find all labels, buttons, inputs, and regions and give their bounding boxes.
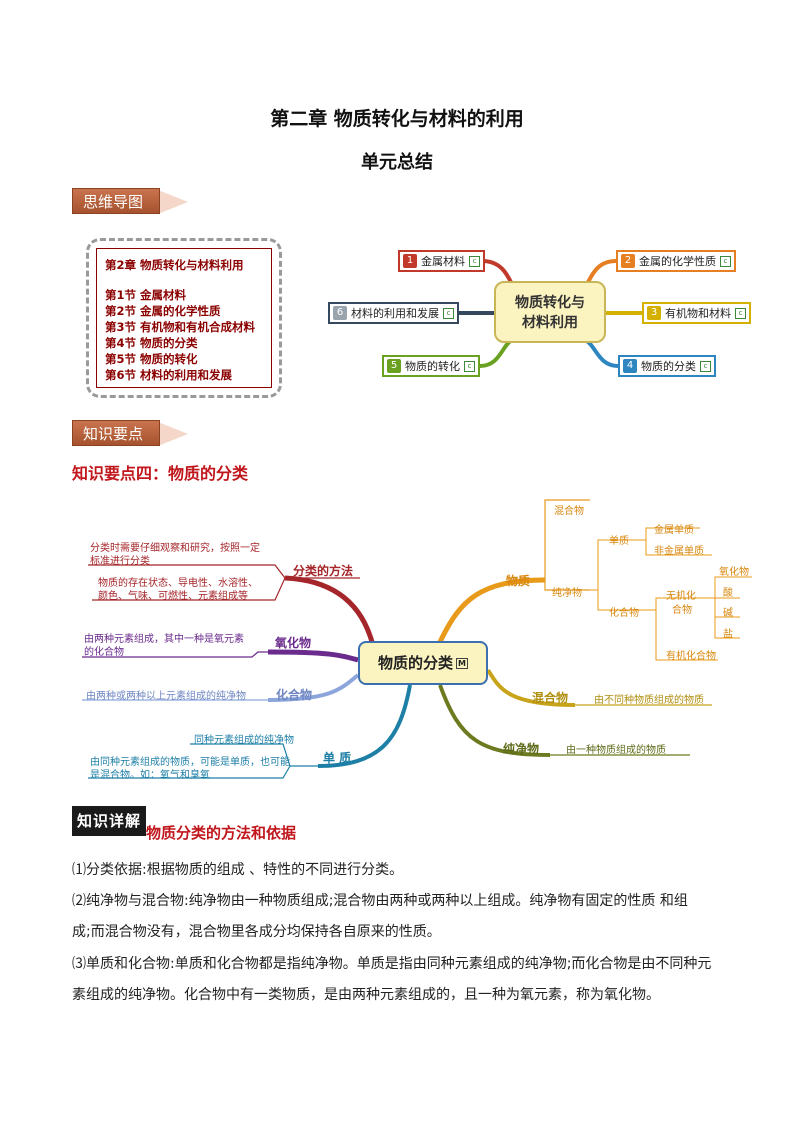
- branch-method: 分类的方法: [293, 564, 354, 578]
- acid-item: 酸: [723, 588, 733, 599]
- element-note: 由同种元素组成的物质，可能是单质，也可能: [90, 757, 290, 768]
- compound-small: 化合物: [609, 608, 639, 619]
- node-metal-materials[interactable]: 1 金属材料 c: [398, 250, 485, 272]
- chapter-outline-inner: 第2章 物质转化与材料利用 第1节 金属材料 第2节 金属的化学性质 第3节 有…: [96, 248, 272, 388]
- node-classification[interactable]: 4 物质的分类 c: [618, 355, 716, 377]
- expand-icon[interactable]: c: [443, 307, 454, 319]
- branch-element: 单 质: [323, 751, 352, 765]
- node-conversion[interactable]: 5 物质的转化 c: [382, 355, 480, 377]
- mixture-small: 混合物: [554, 506, 584, 517]
- oxide-note: 的化合物: [84, 647, 124, 658]
- mindmap-banner: 思维导图: [72, 188, 192, 216]
- outline-line: 第4节 物质的分类: [105, 336, 198, 350]
- node-label: 金属的化学性质: [639, 255, 716, 268]
- simple-substance: 单质: [609, 536, 629, 547]
- banner-tail: [158, 190, 188, 214]
- key-points-banner-label: 知识要点: [72, 420, 160, 446]
- expand-icon[interactable]: c: [720, 255, 731, 267]
- organic-compound: 有机化合物: [666, 651, 716, 662]
- node-number: 2: [621, 254, 635, 268]
- metal-element: 金属单质: [654, 525, 694, 536]
- detail-paragraph: ⑵纯净物与混合物:纯净物由一种物质组成;混合物由两种或两种以上组成。纯净物有固定…: [72, 893, 688, 909]
- inorganic-compound: 合物: [672, 605, 692, 616]
- nonmetal-element: 非金属单质: [654, 546, 704, 557]
- node-label: 金属材料: [421, 255, 465, 268]
- center-line-2: 材料利用: [522, 315, 578, 331]
- node-number: 1: [403, 254, 417, 268]
- branch-pure: 纯净物: [503, 742, 540, 756]
- base-item: 碱: [723, 608, 733, 619]
- chapter-outline-box: 第2章 物质转化与材料利用 第1节 金属材料 第2节 金属的化学性质 第3节 有…: [86, 238, 282, 398]
- node-label: 物质的分类: [641, 360, 696, 373]
- node-materials-development[interactable]: 6 材料的利用和发展 c: [328, 302, 459, 324]
- marker-icon: M: [456, 658, 468, 669]
- center-label: 物质的分类: [378, 654, 454, 672]
- node-label: 物质的转化: [405, 360, 460, 373]
- detail-title: 物质分类的方法和依据: [146, 824, 297, 842]
- detail-paragraph: ⑴分类依据:根据物质的组成 、特性的不同进行分类。: [72, 862, 404, 878]
- node-number: 3: [647, 306, 661, 320]
- method-note: 标准进行分类: [90, 556, 150, 567]
- outline-line: 第1节 金属材料: [105, 288, 187, 302]
- mindmap1-center: 物质转化与 材料利用: [494, 281, 606, 343]
- chapter-title: 第二章 物质转化与材料的利用: [270, 108, 524, 130]
- node-number: 5: [387, 359, 401, 373]
- outline-line: 第5节 物质的转化: [105, 352, 198, 366]
- node-organic-materials[interactable]: 3 有机物和材料 c: [642, 302, 751, 324]
- outline-line: 第3节 有机物和有机合成材料: [105, 320, 256, 334]
- node-number: 6: [333, 306, 347, 320]
- salt-item: 盐: [723, 629, 733, 640]
- element-note: 同种元素组成的纯净物: [194, 735, 294, 746]
- element-note: 是混合物。如：氧气和臭氧: [90, 770, 210, 781]
- outline-line: 第2节 金属的化学性质: [105, 304, 221, 318]
- key-points-banner: 知识要点: [72, 420, 192, 448]
- detail-badge: 知识详解: [72, 806, 146, 836]
- pure-note: 由一种物质组成的物质: [566, 745, 666, 756]
- expand-icon[interactable]: c: [464, 360, 475, 372]
- node-metal-chemistry[interactable]: 2 金属的化学性质 c: [616, 250, 736, 272]
- key-point-heading: 知识要点四：物质的分类: [72, 464, 249, 483]
- detail-paragraph: 成;而混合物没有，混合物里各成分均保持各自原来的性质。: [72, 924, 441, 940]
- node-label: 材料的利用和发展: [351, 307, 439, 320]
- outline-line: 第2章 物质转化与材料利用: [105, 258, 244, 272]
- branch-compound: 化合物: [276, 688, 313, 702]
- detail-paragraph: 素组成的纯净物。化合物中有一类物质，是由两种元素组成的，且一种为氧元素，称为氧化…: [72, 987, 660, 1003]
- expand-icon[interactable]: c: [700, 360, 711, 372]
- inorganic-compound: 无机化: [666, 591, 696, 602]
- branch-mixture: 混合物: [532, 691, 569, 705]
- node-label: 有机物和材料: [665, 307, 731, 320]
- pure-small: 纯净物: [552, 588, 582, 599]
- outline-line: 第6节 材料的利用和发展: [105, 368, 233, 382]
- mixture-note: 由不同种物质组成的物质: [594, 695, 704, 706]
- expand-icon[interactable]: c: [469, 255, 480, 267]
- oxide-item: 氧化物: [719, 567, 749, 578]
- center-line-1: 物质转化与: [515, 295, 585, 311]
- expand-icon[interactable]: c: [735, 307, 746, 319]
- oxide-note: 由两种元素组成，其中一种是氧元素: [84, 634, 244, 645]
- branch-oxide: 氧化物: [275, 636, 312, 650]
- method-note: 物质的存在状态、导电性、水溶性、: [98, 578, 258, 589]
- method-note: 分类时需要仔细观察和研究，按照一定: [90, 543, 260, 554]
- branch-matter: 物质: [506, 574, 531, 588]
- node-number: 4: [623, 359, 637, 373]
- method-note: 颜色、气味、可燃性、元素组成等: [98, 591, 248, 602]
- unit-summary-title: 单元总结: [361, 152, 433, 173]
- banner-tail: [158, 422, 188, 446]
- mindmap-banner-label: 思维导图: [72, 188, 160, 214]
- compound-note: 由两种或两种以上元素组成的纯净物: [86, 691, 246, 702]
- detail-paragraph: ⑶单质和化合物:单质和化合物都是指纯净物。单质是指由同种元素组成的纯净物;而化合…: [72, 956, 712, 972]
